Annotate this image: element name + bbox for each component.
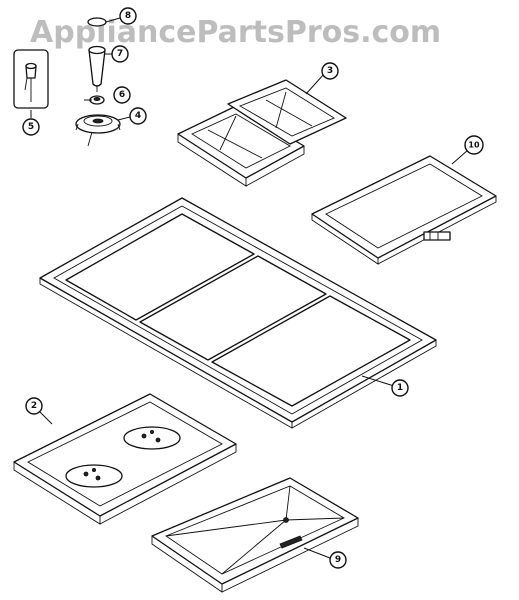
callout-3: 3 [321,62,339,80]
callout-2-label: 2 [31,401,37,411]
callout-9: 9 [329,551,347,569]
callout-6-label: 6 [119,90,125,100]
callout-3-label: 3 [327,66,333,76]
callout-1-label: 1 [397,383,403,393]
callout-5: 5 [22,118,40,136]
part-burner-head [75,114,121,147]
leader-lines [30,17,469,559]
callout-8-label: 8 [125,11,131,21]
part-griddle [311,155,497,265]
callout-8: 8 [119,7,137,25]
callout-7: 7 [111,45,129,63]
part-cooktop-frame [39,197,437,429]
part-knob [87,17,107,92]
part-igniter [13,49,49,109]
callout-2: 2 [25,397,43,415]
callout-10: 10 [464,135,484,155]
callout-5-label: 5 [28,122,34,132]
callout-6: 6 [113,86,131,104]
part-drip-tray [151,477,359,593]
part-grates [177,79,347,187]
callout-9-label: 9 [335,555,341,565]
callout-4: 4 [129,107,147,125]
part-burner-pan [13,393,237,525]
callout-7-label: 7 [117,49,123,59]
callout-1: 1 [391,379,409,397]
callout-4-label: 4 [135,111,141,121]
callout-10-label: 10 [468,141,480,150]
part-grommet [89,95,105,105]
